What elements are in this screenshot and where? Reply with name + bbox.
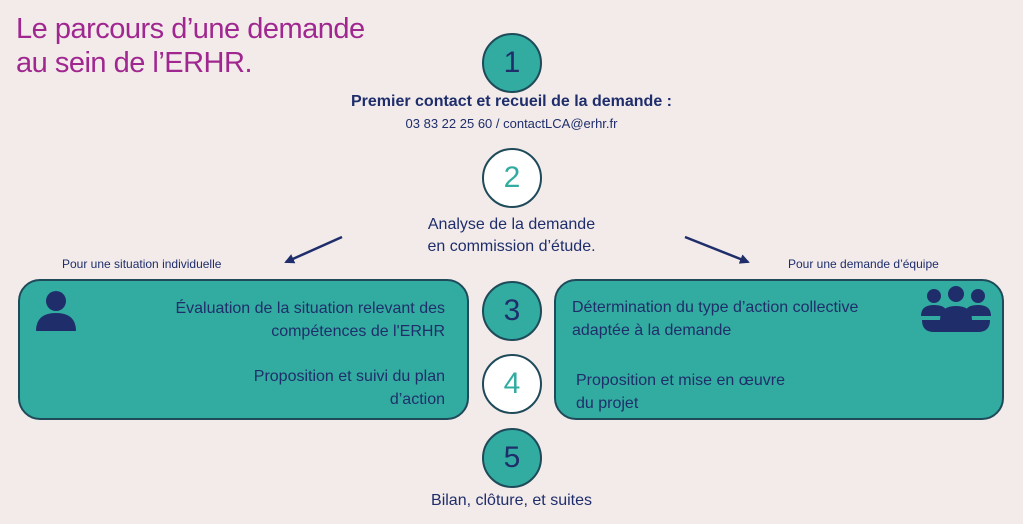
step-1-circle: 1 (482, 33, 542, 93)
team-step-4-line-1: Proposition et mise en œuvre (576, 372, 785, 389)
step-2-line-1: Analyse de la demande (427, 216, 596, 233)
team-step-3-line-1: Détermination du type d’action collectiv… (572, 299, 859, 316)
step-2-line-2: en commission d’étude. (427, 238, 596, 255)
team-step-3-text: Détermination du type d’action collectiv… (572, 296, 922, 342)
step-2-number: 2 (503, 161, 521, 194)
individual-step-4-line-1: Proposition et suivi du plan (253, 368, 445, 385)
step-4-number: 4 (503, 367, 521, 400)
team-heading: Pour une demande d’équipe (788, 257, 939, 271)
title-line-1: Le parcours d’une demande (16, 13, 365, 45)
individual-step-3-line-1: Évaluation de la situation relevant des (175, 300, 445, 317)
step-1-label: Premier contact et recueil de la demande… (350, 93, 672, 110)
individual-panel: Évaluation de la situation relevant des … (18, 279, 469, 420)
team-step-4-text: Proposition et mise en œuvre du projet (576, 369, 876, 415)
page-title: Le parcours d’une demande au sein de l’E… (16, 12, 365, 80)
step-3-number: 3 (503, 294, 521, 327)
step-4-circle: 4 (482, 354, 542, 414)
step-5-circle: 5 (482, 428, 542, 488)
team-step-3-line-2: adaptée à la demande (572, 322, 732, 339)
person-icon (36, 291, 76, 331)
step-1-number: 1 (503, 46, 521, 79)
arrow-left (284, 235, 343, 264)
title-line-2: au sein de l’ERHR. (16, 47, 252, 79)
step-2-circle: 2 (482, 148, 542, 208)
individual-step-3-text: Évaluation de la situation relevant des … (105, 297, 445, 343)
step-5-label: Bilan, clôture, et suites (431, 492, 592, 509)
step-3-circle: 3 (482, 281, 542, 341)
step-1-contact: 03 83 22 25 60 / contactLCA@erhr.fr (405, 116, 618, 131)
step-5-number: 5 (503, 441, 521, 474)
team-step-4-line-2: du projet (576, 395, 639, 412)
individual-step-3-line-2: compétences de l'ERHR (271, 323, 445, 340)
arrow-right (684, 235, 750, 264)
individual-heading: Pour une situation individuelle (62, 257, 222, 271)
step-2-label: Analyse de la demande en commission d’ét… (300, 214, 723, 258)
individual-step-4-text: Proposition et suivi du plan d’action (185, 365, 445, 411)
individual-step-4-line-2: d’action (389, 391, 445, 408)
team-panel: Détermination du type d’action collectiv… (554, 279, 1004, 420)
group-icon (921, 286, 991, 332)
